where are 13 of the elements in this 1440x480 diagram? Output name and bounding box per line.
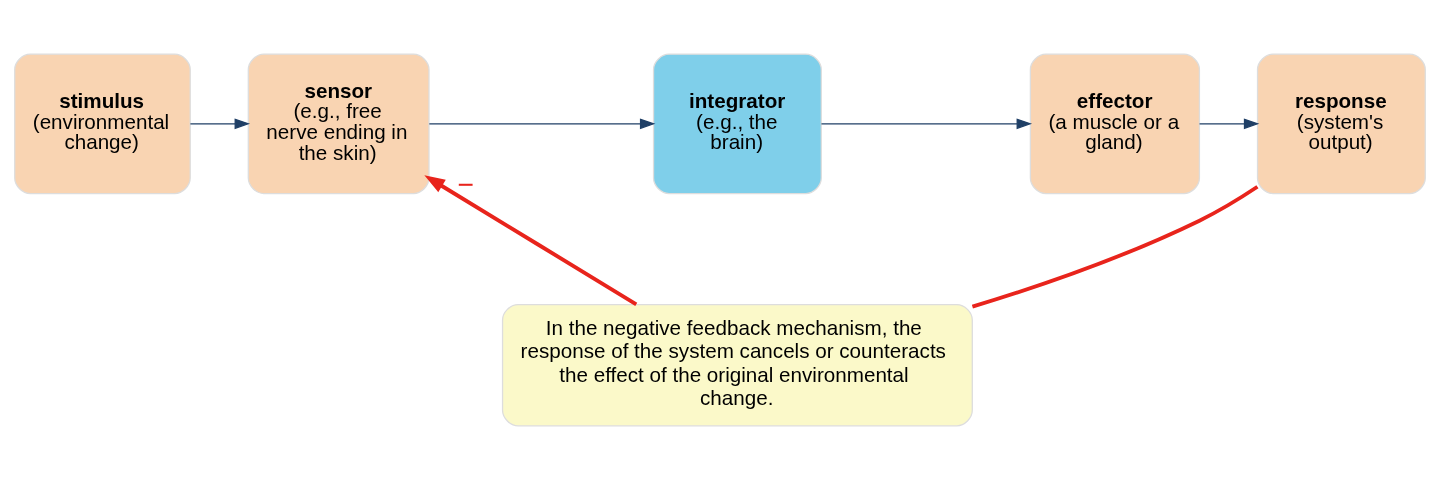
arrow xyxy=(189,118,251,130)
node-box: sensor (e.g., free nerve ending in the skin) xyxy=(247,53,430,195)
node-box: effector (a muscle or a gland) xyxy=(1029,53,1201,195)
connector xyxy=(971,185,1259,309)
node-box: integrator (e.g., the brain) xyxy=(652,53,822,195)
node-box: stimulus (environmental change) xyxy=(14,53,191,195)
edge-label: − xyxy=(457,168,475,201)
node-box: In the negative feedback mechanism, the response of the system cancels or counteracts the effect of the original environmental change. xyxy=(501,303,973,427)
arrow xyxy=(424,175,638,306)
arrow xyxy=(428,118,656,130)
arrow xyxy=(820,118,1033,130)
arrow xyxy=(1198,118,1260,130)
node-box: response (system's output) xyxy=(1256,53,1426,195)
